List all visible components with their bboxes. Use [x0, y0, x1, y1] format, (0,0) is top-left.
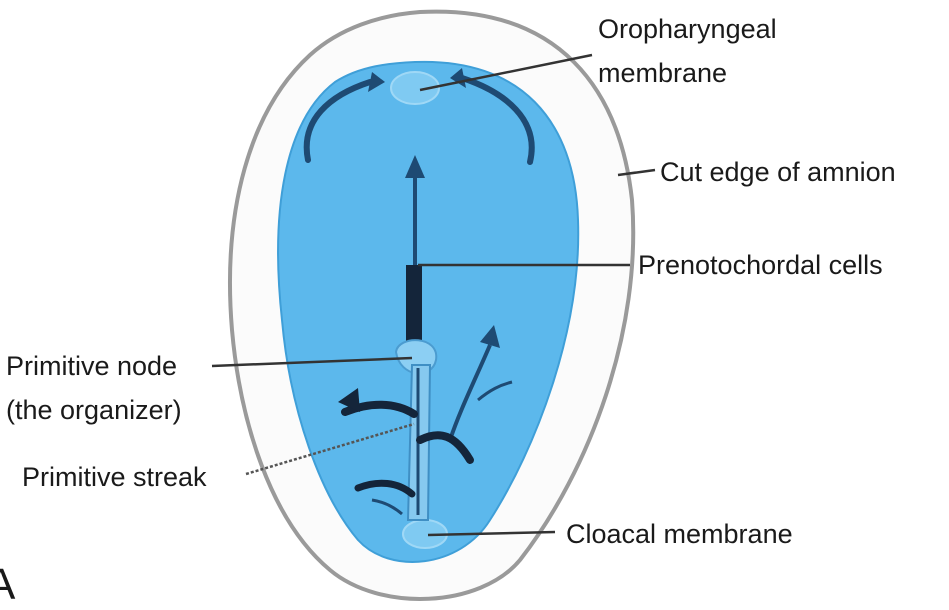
- label-primitive-node-line1: Primitive node: [6, 351, 177, 382]
- label-primitive-node-line2: (the organizer): [6, 395, 182, 426]
- label-cut-edge-amnion: Cut edge of amnion: [660, 157, 896, 188]
- label-oropharyngeal-line1: Oropharyngeal: [598, 14, 777, 45]
- label-cloacal-membrane: Cloacal membrane: [566, 519, 793, 550]
- panel-letter: A: [0, 560, 15, 610]
- label-prenotochordal-cells: Prenotochordal cells: [638, 250, 883, 281]
- label-primitive-streak: Primitive streak: [22, 462, 207, 493]
- label-oropharyngeal-line2: membrane: [598, 58, 727, 89]
